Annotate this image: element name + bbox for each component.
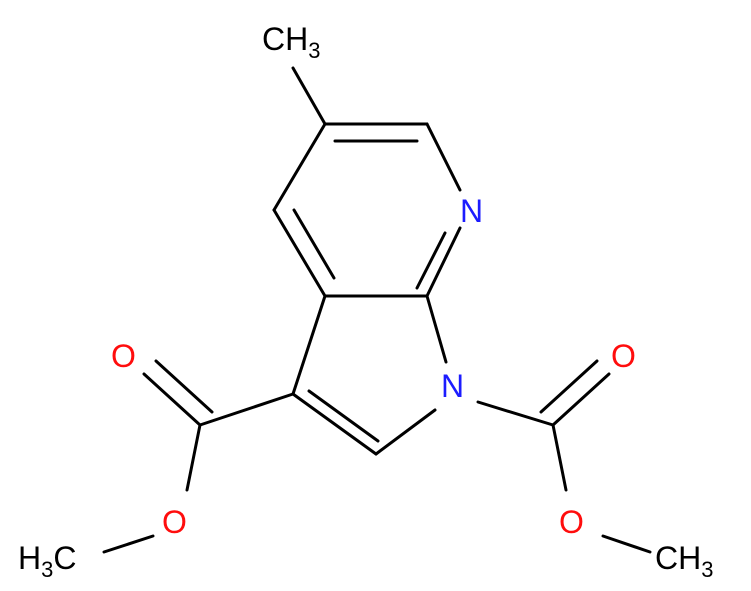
bond-c3a-c3	[291, 294, 327, 396]
atom-o-left-ester: O	[162, 504, 187, 540]
bond-c6-n7	[425, 122, 462, 192]
bond-c3a-c4	[272, 208, 327, 298]
bond-right-c-o	[551, 423, 568, 492]
bond-n7-c7a-inner	[415, 231, 447, 290]
bond-n1-carbonyl	[476, 400, 555, 427]
bond-c3-c2	[291, 392, 378, 456]
atom-o-right-carbonyl: O	[611, 338, 636, 374]
bond-c4-c5	[272, 122, 327, 212]
bond-c7a-n1	[425, 294, 448, 364]
bond-left-co-b	[154, 359, 214, 414]
bond-right-o-ch3	[601, 534, 652, 554]
bond-right-co-a	[551, 372, 611, 427]
bond-n7-c7a	[425, 226, 462, 298]
atom-o-right-ester: O	[559, 504, 584, 540]
bond-methyl-c5	[291, 66, 327, 126]
atom-labels: CH3 N N O O H3C O O CH3	[18, 21, 713, 582]
bond-left-co-a	[142, 372, 202, 427]
atom-o-left-carbonyl: O	[111, 338, 136, 374]
bond-c3-carbonyl	[198, 392, 295, 427]
atom-ch3-top: CH3	[262, 21, 320, 63]
bond-right-co-b	[539, 359, 599, 414]
atom-ch3-right: CH3	[655, 540, 713, 582]
atom-n-pyrrole: N	[441, 368, 464, 404]
bond-lines	[102, 66, 652, 554]
bond-left-o-ch3	[102, 534, 155, 554]
atom-n-pyridine: N	[460, 193, 483, 229]
bond-left-c-o	[185, 423, 202, 492]
bond-c2-n1	[374, 408, 437, 456]
bond-c3a-c4-inner	[292, 208, 336, 280]
atom-ch3-left: H3C	[18, 540, 76, 582]
bond-c3-c2-inner	[307, 389, 380, 443]
